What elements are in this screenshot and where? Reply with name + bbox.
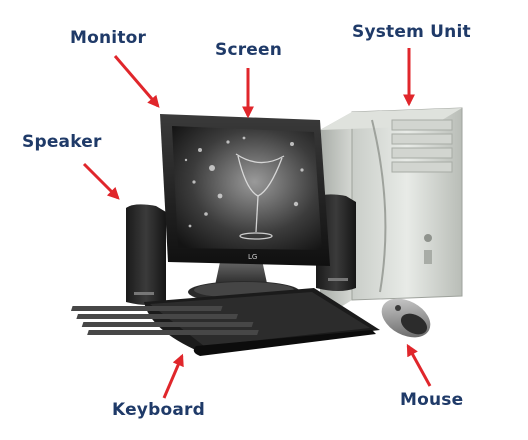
label-monitor: Monitor [70,28,147,48]
screen [172,126,322,250]
monitor-logo: LG [248,253,257,261]
monitor [160,114,330,303]
monitor-arrow [113,55,160,108]
keyboard [70,288,380,356]
label-mouse: Mouse [400,390,464,410]
keyboard-arrow [162,353,184,399]
speaker-arrow [82,162,120,200]
mouse-arrow [406,343,432,387]
label-speaker: Speaker [22,132,102,152]
label-screen: Screen [215,40,283,60]
left-speaker [126,204,166,305]
label-system-unit: System Unit [352,22,471,42]
mouse [381,298,431,338]
arrows [82,48,432,399]
label-keyboard: Keyboard [112,400,205,420]
